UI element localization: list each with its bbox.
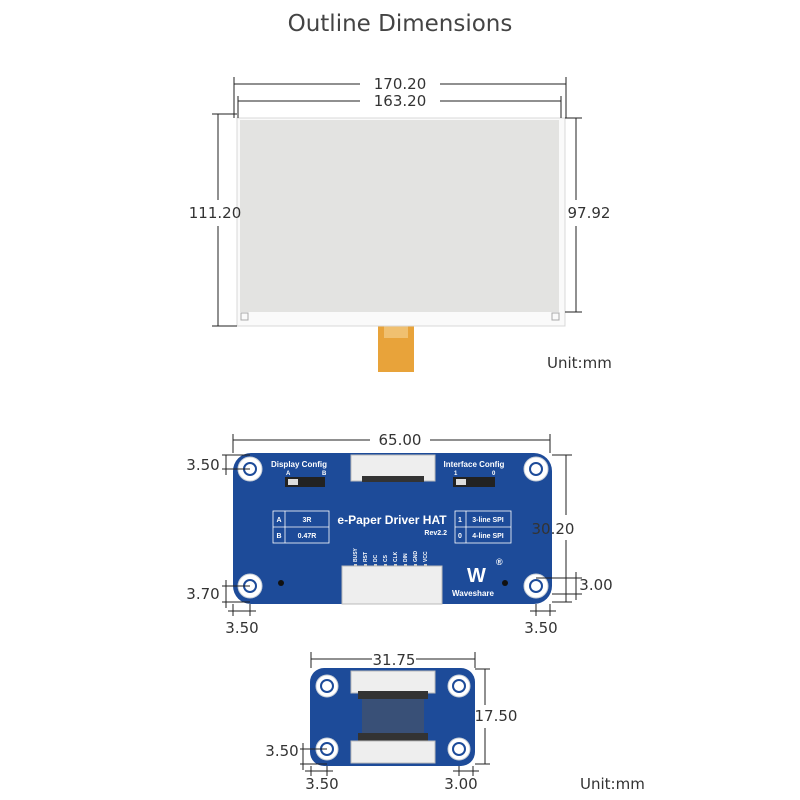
board-name: e-Paper Driver HAT	[337, 513, 447, 527]
diagram-title: Outline Dimensions	[288, 11, 513, 37]
panel-marker	[240, 312, 249, 321]
pin-header-connector	[341, 565, 443, 605]
table-cell: 0.47R	[298, 533, 317, 540]
fpc-latch	[362, 476, 424, 482]
table-cell: 3R	[303, 517, 312, 524]
display-dimensions: 170.20 163.20 111.20 97.92 Unit:mm	[189, 75, 612, 372]
adapter-dimensions: 31.75 17.50 3.50 3.50 3.00 Unit:mm	[265, 651, 645, 793]
switch-knob	[288, 479, 298, 485]
unit-label: Unit:mm	[580, 775, 645, 793]
brand-label: Waveshare	[452, 589, 495, 598]
adapter-hole-left-label: 3.50	[305, 775, 338, 793]
table-cell: B	[276, 533, 281, 540]
pin-label: RST	[363, 552, 369, 562]
driver-hat-board: Display Config A B Interface Config 1 0 …	[233, 453, 552, 605]
switch-label-0: 0	[492, 471, 496, 477]
waveshare-logo: W	[467, 565, 486, 587]
switch-label-a: A	[286, 471, 291, 477]
adapter-height-label: 17.50	[475, 707, 518, 725]
adapter-connector-bottom	[350, 740, 436, 764]
hat-hole-top-label: 3.50	[186, 456, 219, 474]
interface-config-switch[interactable]	[453, 477, 495, 487]
interface-config-table	[454, 510, 512, 544]
pin-label: GND	[413, 551, 419, 563]
table-cell: 4-line SPI	[472, 533, 504, 540]
table-cell: 0	[458, 533, 462, 540]
display-config-table	[272, 510, 330, 544]
switch-label-1: 1	[454, 471, 458, 477]
adapter-connector-top	[350, 670, 436, 694]
pin-label: DC	[373, 554, 379, 562]
adapter-hole-right-label: 3.00	[444, 775, 477, 793]
interface-config-label: Interface Config	[444, 460, 505, 469]
panel-marker	[551, 312, 560, 321]
fpc-latch	[358, 733, 428, 741]
hat-hole-right-bottom-label: 3.00	[579, 576, 612, 594]
pin-label: CS	[383, 554, 389, 562]
display-height-active-label: 97.92	[568, 204, 611, 222]
switch-label-b: B	[322, 471, 327, 477]
pin-label: VCC	[423, 551, 429, 562]
hat-height-label: 30.20	[532, 520, 575, 538]
fpc-latch	[358, 691, 428, 699]
adapter-hole-bottom-label: 3.50	[265, 742, 298, 760]
pin-label: BUSY	[353, 547, 359, 562]
hat-hole-bottom-label: 3.70	[186, 585, 219, 603]
registered-mark: ®	[496, 557, 503, 567]
board-revision: Rev2.2	[424, 530, 447, 537]
table-cell: 3-line SPI	[472, 517, 504, 524]
table-cell: A	[276, 517, 281, 524]
unit-label: Unit:mm	[547, 354, 612, 372]
hat-hole-right-label: 3.50	[524, 619, 557, 637]
fpc-stiffener	[384, 324, 408, 338]
adapter-board	[310, 668, 475, 766]
display-active-area	[240, 120, 559, 312]
adapter-width-label: 31.75	[373, 651, 416, 669]
display-height-outer-label: 111.20	[189, 204, 242, 222]
pin-label: DIN	[403, 553, 409, 562]
hat-pcb	[233, 453, 552, 604]
fiducial	[278, 580, 284, 586]
hat-width-label: 65.00	[379, 431, 422, 449]
fpc-traces	[362, 699, 424, 733]
switch-knob	[456, 479, 466, 485]
hat-dimensions: 65.00 30.20 3.50 3.70 3.50 3.50 3.00	[186, 431, 612, 637]
display-config-switch[interactable]	[285, 477, 325, 487]
epaper-display	[236, 117, 566, 372]
table-cell: 1	[458, 517, 462, 524]
display-config-label: Display Config	[271, 460, 327, 469]
display-width-outer-label: 170.20	[374, 75, 427, 93]
fiducial	[502, 580, 508, 586]
pin-label: CLK	[393, 551, 399, 562]
display-width-active-label: 163.20	[374, 92, 427, 110]
hat-hole-left-label: 3.50	[225, 619, 258, 637]
